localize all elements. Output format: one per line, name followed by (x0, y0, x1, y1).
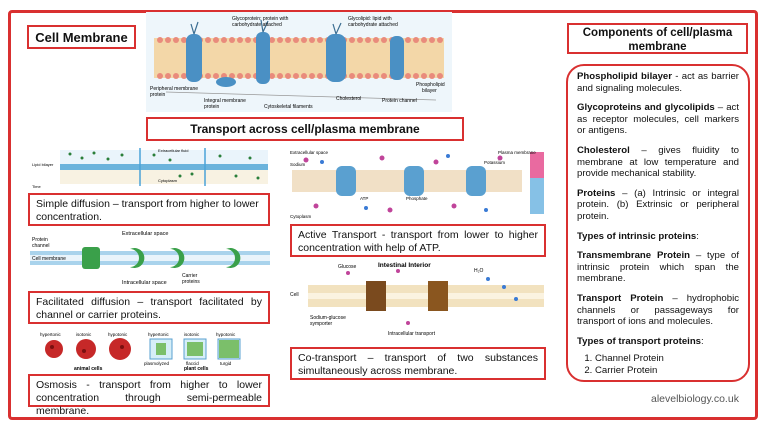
diffusion-figure: Extracellular fluid Cytoplasm Lipid bila… (30, 146, 270, 190)
membrane-figure: Glycoprotein: protein with carbohydrate … (146, 12, 452, 112)
list-item: Carrier Protein (595, 365, 739, 377)
svg-text:Intracellular transport: Intracellular transport (388, 331, 436, 337)
transport-heading: Transport across cell/plasma membrane (146, 117, 464, 141)
component-item: Transmembrane Protein – type of intrinsi… (577, 250, 739, 285)
svg-text:Protein channel: Protein channel (382, 98, 417, 104)
watermark: alevelbiology.co.uk (651, 393, 739, 405)
svg-text:hypertonic: hypertonic (148, 332, 170, 337)
svg-text:Cell membrane: Cell membrane (32, 256, 66, 262)
svg-text:flaccid: flaccid (186, 361, 199, 366)
svg-text:Glucose: Glucose (338, 264, 357, 270)
component-item: Phospholipid bilayer - act as barrier an… (577, 71, 739, 94)
svg-text:Plasma membrane: Plasma membrane (498, 150, 536, 155)
svg-text:Sodium-glucose: Sodium-glucose (310, 315, 346, 321)
svg-text:Cytoskeletal filaments: Cytoskeletal filaments (264, 104, 313, 110)
page-title: Cell Membrane (27, 25, 136, 49)
svg-text:hypotonic: hypotonic (216, 332, 236, 337)
svg-text:plant cells: plant cells (184, 366, 209, 371)
svg-text:ATP: ATP (360, 196, 368, 201)
svg-text:Phosphate: Phosphate (406, 196, 428, 201)
svg-text:Protein: Protein (32, 237, 48, 243)
svg-text:Potassium: Potassium (484, 160, 505, 165)
svg-text:turgid: turgid (220, 361, 232, 366)
component-item: Cholesterol – gives fluidity to membrane… (577, 144, 739, 180)
svg-text:proteins: proteins (182, 279, 200, 285)
svg-text:Glycolipid: lipid with: Glycolipid: lipid with (348, 16, 392, 22)
component-item: Types of transport proteins: (577, 335, 704, 347)
svg-text:Time: Time (32, 184, 42, 189)
svg-text:protein: protein (150, 92, 166, 98)
cotransport-box: Co-transport – transport of two substanc… (290, 347, 546, 380)
svg-text:Extracellular fluid: Extracellular fluid (158, 148, 188, 153)
svg-text:Cytoplasm: Cytoplasm (290, 214, 312, 219)
svg-text:Phospholipid: Phospholipid (416, 82, 445, 88)
svg-text:Peripheral membrane: Peripheral membrane (150, 86, 198, 92)
component-item: Proteins – (a) Intrinsic or integral pro… (577, 187, 739, 222)
osmosis-figure: hypertonic isotonic hypotonic hypertonic is… (34, 331, 270, 372)
svg-text:Cell: Cell (290, 292, 299, 298)
active-transport-figure: Extracellular space Cytoplasm Sodium Pot… (286, 148, 556, 220)
svg-text:symporter: symporter (310, 321, 333, 327)
facilitated-diffusion-box: Facilitated diffusion – transport facili… (28, 291, 270, 324)
svg-text:Intestinal Interior: Intestinal Interior (378, 262, 431, 269)
svg-text:Extracellular space: Extracellular space (290, 150, 329, 155)
active-transport-box: Active Transport - transport from lower … (290, 224, 546, 257)
svg-text:Sodium: Sodium (290, 162, 306, 167)
components-panel: Phospholipid bilayer - act as barrier an… (566, 64, 750, 382)
svg-text:Extracellular space: Extracellular space (122, 231, 168, 237)
svg-text:carbohydrate attached: carbohydrate attached (348, 22, 398, 28)
svg-text:Intracellular space: Intracellular space (122, 280, 167, 286)
svg-text:carbohydrate attached: carbohydrate attached (232, 22, 282, 28)
svg-text:plasmolyzed: plasmolyzed (144, 361, 170, 366)
component-item: Transport Protein – hydrophobic channels… (577, 292, 739, 328)
osmosis-box: Osmosis - transport from higher to lower… (28, 374, 270, 417)
svg-text:H₂O: H₂O (474, 268, 484, 274)
simple-diffusion-box: Simple diffusion – transport from higher… (28, 193, 270, 226)
cotransport-figure: Intestinal Interior Glucose H₂O Cell Sod… (288, 259, 548, 343)
svg-text:Carrier: Carrier (182, 273, 198, 279)
svg-text:bilayer: bilayer (422, 88, 437, 94)
svg-text:Cytoplasm: Cytoplasm (158, 178, 178, 183)
svg-text:Lipid bilayer: Lipid bilayer (32, 162, 54, 167)
svg-text:hypertonic: hypertonic (40, 332, 62, 337)
svg-text:Integral membrane: Integral membrane (204, 98, 246, 104)
components-title: Components of cell/plasma membrane (567, 23, 748, 54)
svg-text:animal cells: animal cells (74, 366, 103, 371)
transport-protein-list: Channel Protein Carrier Protein (577, 353, 739, 376)
svg-text:isotonic: isotonic (184, 332, 200, 337)
list-item: Channel Protein (595, 353, 739, 365)
svg-text:Cholesterol: Cholesterol (336, 96, 361, 102)
svg-text:protein: protein (204, 104, 220, 110)
component-item: Types of intrinsic proteins: (577, 230, 699, 242)
svg-text:isotonic: isotonic (76, 332, 92, 337)
facilitated-figure: Extracellular space Intracellular space … (30, 229, 270, 287)
svg-text:channel: channel (32, 243, 50, 249)
svg-text:Glycoprotein: protein with: Glycoprotein: protein with (232, 16, 289, 22)
component-item: Glycoproteins and glycolipids – act as r… (577, 102, 739, 137)
svg-text:hypotonic: hypotonic (108, 332, 128, 337)
